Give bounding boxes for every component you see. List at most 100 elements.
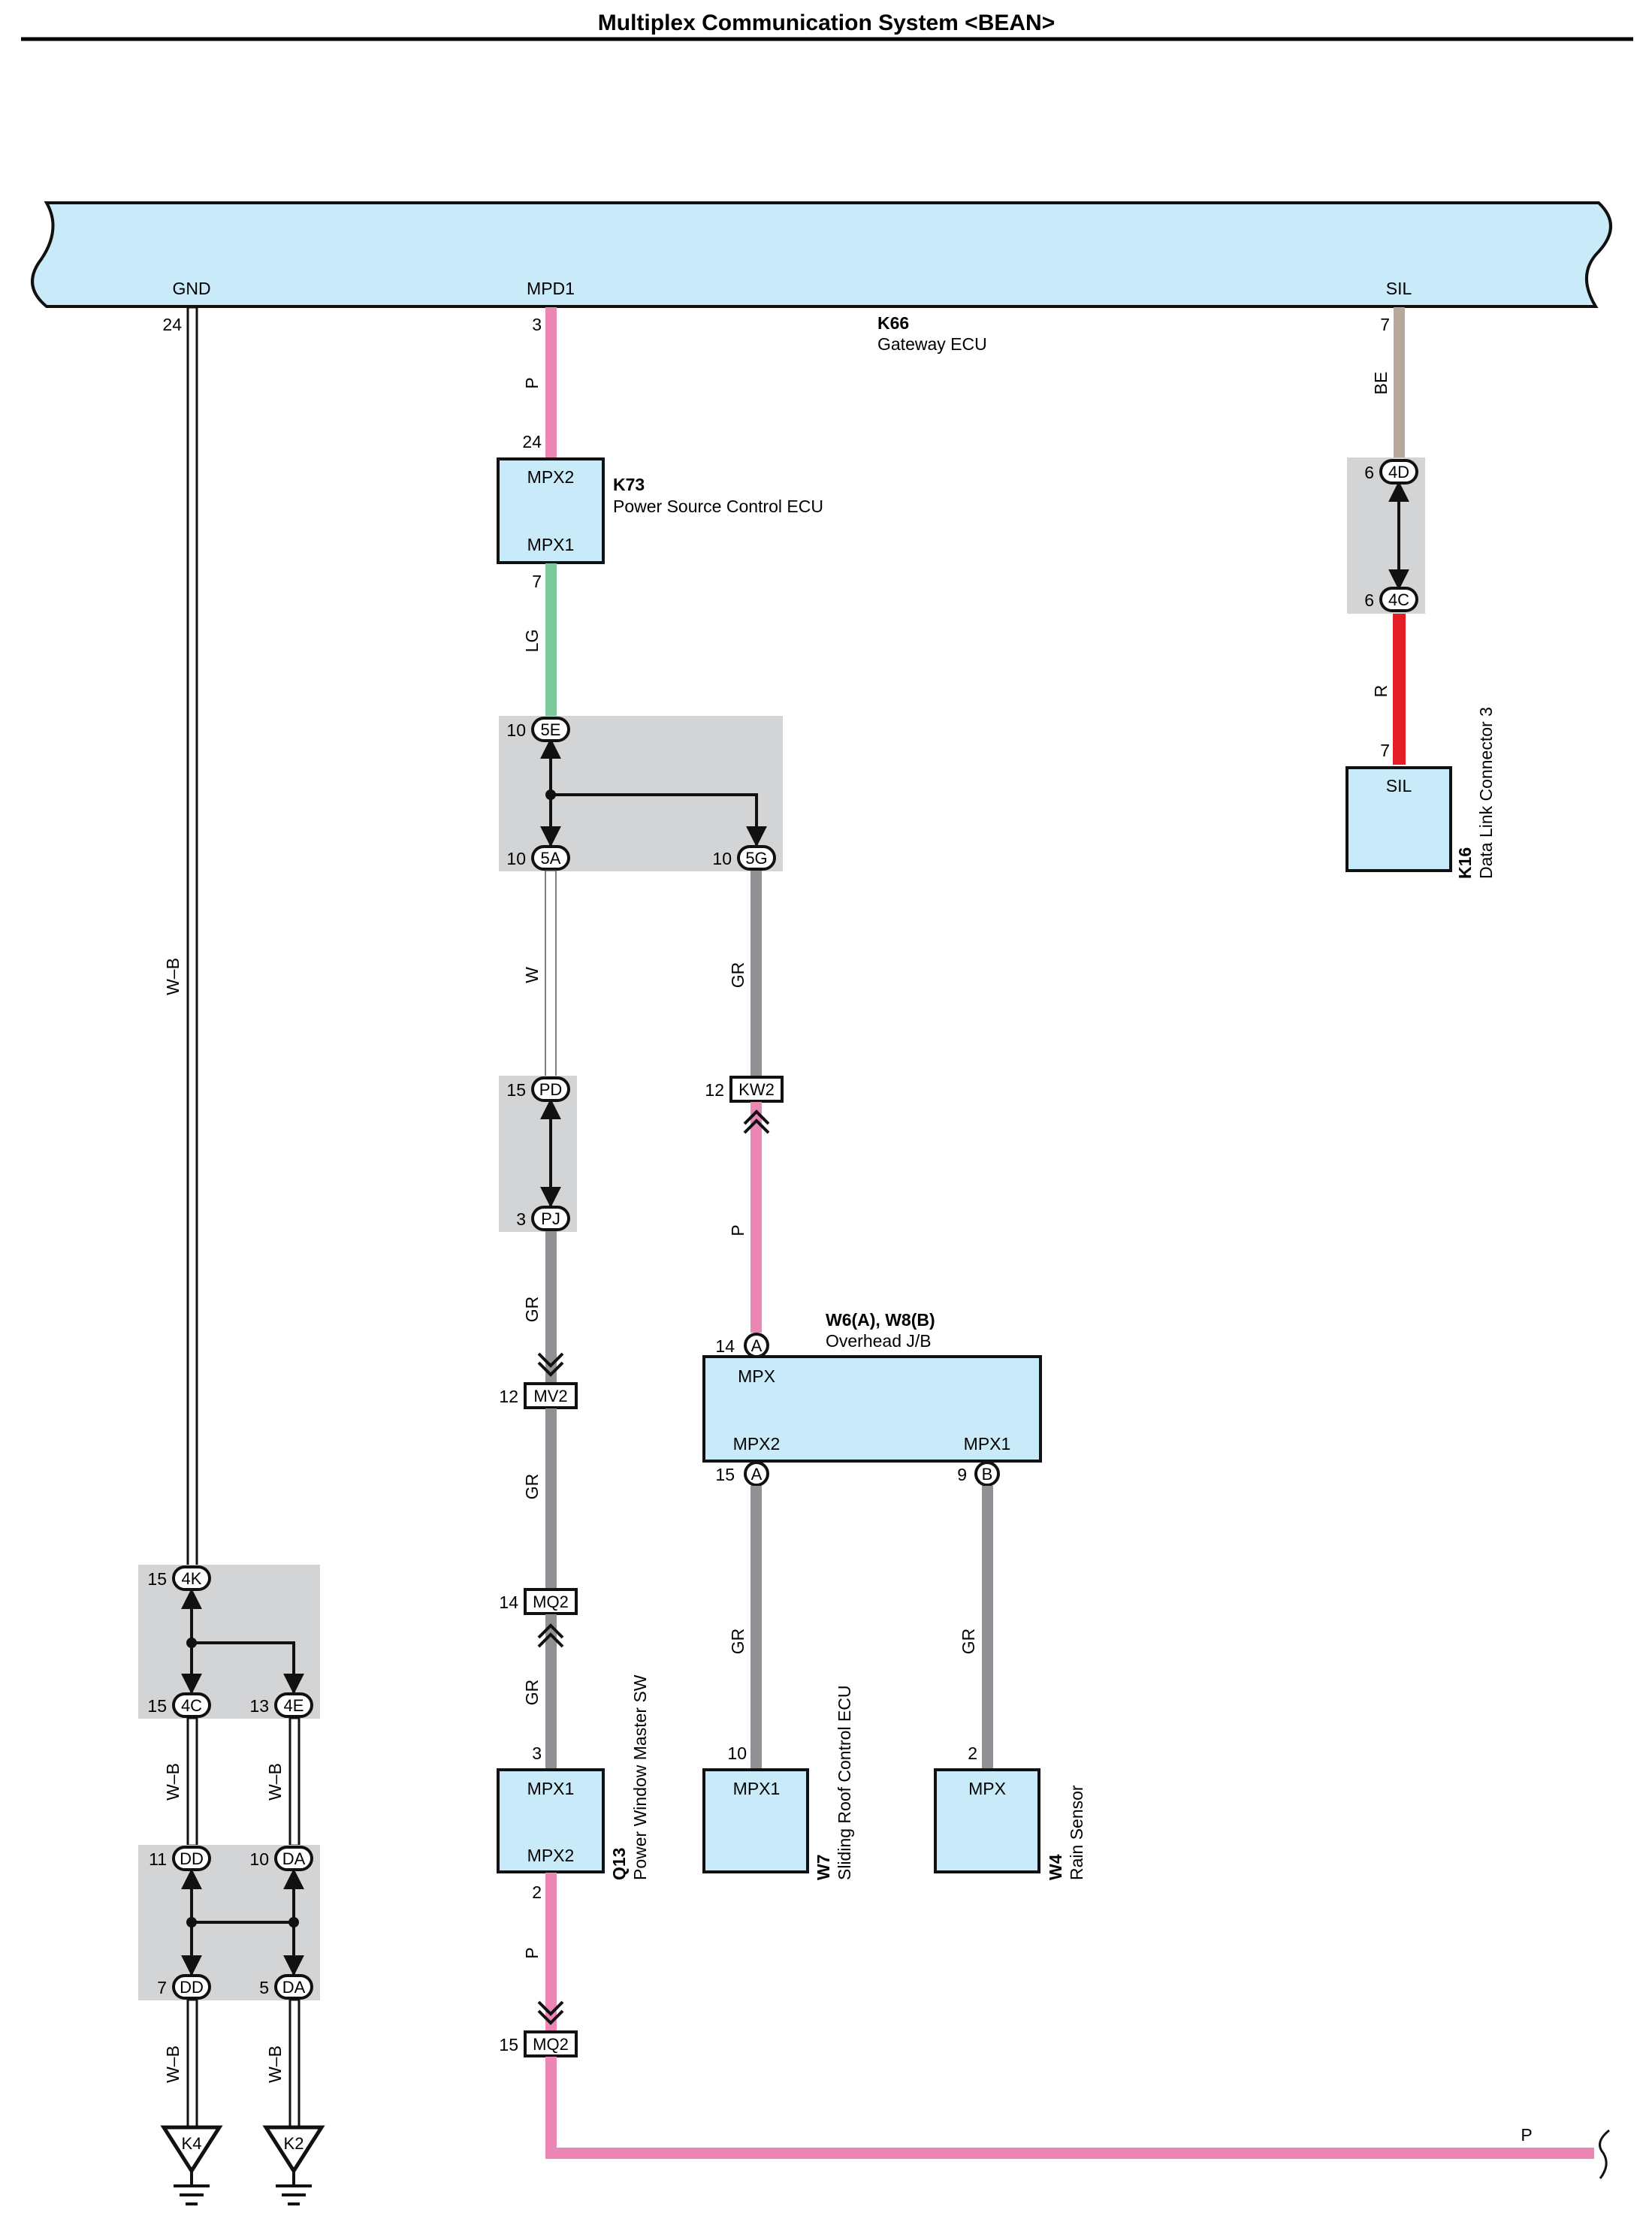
wire-color-sil-be: BE xyxy=(1371,372,1391,395)
wire-color-5g-kw2: GR xyxy=(728,962,747,989)
junction-5e-pin: 10 xyxy=(506,720,526,740)
connector-arrow-icon xyxy=(743,1109,770,1134)
wire-color-sil-r: R xyxy=(1371,685,1391,698)
junction-pd xyxy=(531,1076,570,1102)
k73-name: Power Source Control ECU xyxy=(613,497,823,516)
wire-color-pj-mv2: GR xyxy=(522,1297,542,1323)
wire-ob-w4 xyxy=(982,1486,993,1770)
junction-pj-code: PJ xyxy=(541,1209,560,1228)
k73-pin-in: 24 xyxy=(522,432,542,451)
gateway-terminal-sil: SIL xyxy=(1386,279,1412,298)
q13-term-mpx2: MPX2 xyxy=(527,1846,575,1865)
wire-da-k2 xyxy=(288,1998,301,2129)
connector-mq2-bottom-pin: 15 xyxy=(499,2035,518,2054)
wire-sil-be xyxy=(1394,307,1405,460)
w4-box xyxy=(934,1768,1040,1873)
junction-dd-bottom xyxy=(172,1974,211,2000)
gateway-terminal-mpd1: MPD1 xyxy=(527,279,575,298)
junction-5a-code: 5A xyxy=(541,849,561,868)
junction-dd-top xyxy=(172,1846,211,1871)
k16-id: K16 xyxy=(1455,847,1475,879)
w7-box xyxy=(702,1768,809,1873)
wire-bottom-p xyxy=(545,2057,1610,2179)
junction-pd-code: PD xyxy=(539,1080,563,1099)
connector-kw2-pin: 12 xyxy=(705,1080,724,1100)
k73-term-mpx1: MPX1 xyxy=(527,535,575,554)
junction-5e-code: 5E xyxy=(541,720,561,739)
junction-4e-pin: 13 xyxy=(249,1696,269,1716)
wire-g4c-dd xyxy=(186,1716,198,1847)
junction-dd-bottom-code: DD xyxy=(180,1978,204,1997)
k73-pin-out: 7 xyxy=(532,572,542,591)
junction-5g-pin: 10 xyxy=(712,849,732,868)
wire-k73-5e xyxy=(545,563,557,717)
overhead-letter-right: B xyxy=(982,1465,993,1484)
ground-k2-label: K2 xyxy=(284,2134,304,2153)
double-arrow-icon xyxy=(181,1588,304,1695)
overhead-pin-top-marker xyxy=(744,1333,769,1358)
overhead-name: Overhead J/B xyxy=(826,1331,932,1351)
connector-mq2-top-code: MQ2 xyxy=(533,1592,569,1611)
junction-4c-sil-code: 4C xyxy=(1388,590,1409,609)
k16-name: Data Link Connector 3 xyxy=(1476,707,1496,879)
overhead-letter-left: A xyxy=(751,1465,763,1484)
overhead-term-mpx2: MPX2 xyxy=(733,1434,781,1454)
junction-4k-code: 4K xyxy=(182,1569,202,1588)
overhead-pin-right-marker xyxy=(974,1461,1000,1487)
wire-color-g4e-da: W–B xyxy=(265,1763,285,1801)
ground-icon xyxy=(160,2125,223,2205)
connector-mq2-top-pin: 14 xyxy=(499,1592,518,1612)
junction-pd-pin: 15 xyxy=(506,1080,526,1100)
w4-id: W4 xyxy=(1046,1854,1065,1880)
ground-icon xyxy=(262,2125,325,2205)
junction-dd-top-code: DD xyxy=(180,1849,204,1868)
junction-4d-code: 4D xyxy=(1388,463,1409,482)
connector-mv2 xyxy=(524,1382,578,1409)
junction-4c-g xyxy=(172,1692,211,1718)
junction-5a xyxy=(531,845,570,871)
wire-sil-r xyxy=(1393,614,1406,765)
q13-pin-top: 3 xyxy=(532,1743,542,1763)
wire-q13-mq2 xyxy=(545,1873,557,2045)
junction-4k-pin: 15 xyxy=(147,1569,167,1589)
junction-4k xyxy=(172,1565,211,1591)
connector-mq2-bottom-code: MQ2 xyxy=(533,2035,569,2054)
ground-k4-label: K4 xyxy=(182,2134,202,2153)
wire-5a-pd xyxy=(545,870,557,1079)
gateway-terminal-gnd: GND xyxy=(172,279,210,298)
wire-5g-kw2 xyxy=(750,871,762,1082)
connector-mq2-bottom xyxy=(524,2030,578,2057)
overhead-term-mpx1: MPX1 xyxy=(964,1434,1011,1454)
junction-5e xyxy=(531,717,570,742)
junction-5a-pin: 10 xyxy=(506,849,526,868)
wire-color-kw2-ob: P xyxy=(728,1224,747,1236)
q13-name: Power Window Master SW xyxy=(630,1674,650,1880)
wire-pj-mv2 xyxy=(545,1231,557,1396)
gateway-pin-mpd1: 3 xyxy=(532,315,542,334)
junction-block-4 xyxy=(1347,457,1425,614)
wire-color-da-k2: W–B xyxy=(265,2045,285,2083)
junction-dd-bottom-pin: 7 xyxy=(157,1978,167,1997)
q13-pin-bottom: 2 xyxy=(532,1882,542,1902)
k73-id: K73 xyxy=(613,475,645,494)
q13-box xyxy=(497,1768,605,1873)
junction-da-bottom xyxy=(274,1974,313,2000)
k16-term: SIL xyxy=(1386,776,1412,795)
wire-color-5a-pd: W xyxy=(522,967,542,983)
k73-box xyxy=(497,457,605,564)
junction-dd-top-pin: 11 xyxy=(149,1849,167,1869)
junction-4e-code: 4E xyxy=(284,1696,304,1715)
junction-da-top xyxy=(274,1846,313,1871)
wire-dd-k4 xyxy=(186,1998,198,2129)
gateway-pin-gnd: 24 xyxy=(162,315,182,334)
overhead-id: W6(A), W8(B) xyxy=(826,1310,935,1330)
wire-color-bottom-p: P xyxy=(1521,2125,1532,2145)
wire-color-k73-5e: LG xyxy=(522,629,542,653)
junction-da-top-pin: 10 xyxy=(249,1849,269,1869)
k73-term-mpx2: MPX2 xyxy=(527,467,575,487)
overhead-letter-top: A xyxy=(751,1336,763,1355)
wire-color-dd-k4: W–B xyxy=(163,2045,183,2083)
junction-4c-g-code: 4C xyxy=(181,1696,202,1715)
gateway-pin-sil: 7 xyxy=(1380,315,1390,334)
